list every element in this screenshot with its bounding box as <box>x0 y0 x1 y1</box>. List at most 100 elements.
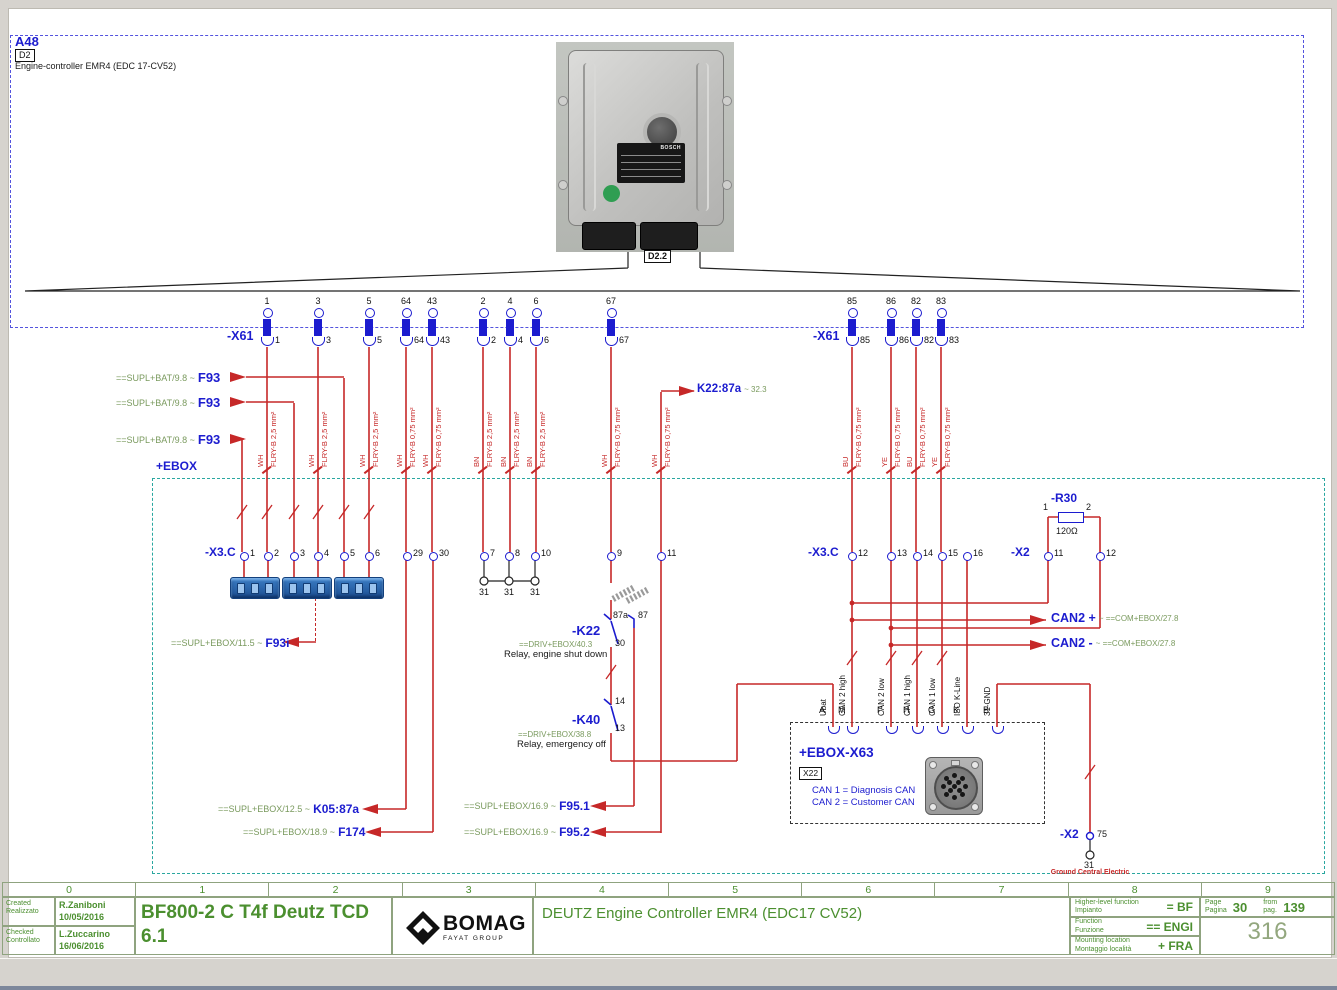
pin-letter: G <box>928 705 936 715</box>
window-bottom-edge <box>0 986 1337 990</box>
wire-type: FLRY-B 0,75 mm² <box>918 407 927 467</box>
pin-circle-icon <box>937 308 947 318</box>
ecu-green-dot <box>603 185 620 202</box>
connector-label-x3c-left: -X3.C <box>205 545 236 559</box>
pin-circle-icon <box>480 552 489 561</box>
wire-color-code: BU <box>841 456 850 467</box>
wire-color-code: WH <box>358 454 367 468</box>
pin-number: 5 <box>350 548 356 558</box>
socket-hook-icon <box>885 337 898 346</box>
pin-number: 5 <box>366 296 372 306</box>
pin-number: 4 <box>324 548 330 558</box>
socket-number: 83 <box>949 335 960 345</box>
device-description: Engine-controller EMR4 (EDC 17-CV52) <box>15 61 177 71</box>
socket-number: 43 <box>440 335 451 345</box>
pin-number: 1 <box>250 548 256 558</box>
x2-pin-75: 75 <box>1097 829 1108 839</box>
socket-hook-icon <box>261 337 274 346</box>
pin-circle-icon <box>365 308 375 318</box>
wire-dashed-continuation <box>315 598 316 641</box>
ref-f93-2: ==SUPL+BAT/9.8 ~ F93 <box>116 395 221 410</box>
bomag-diamond-icon <box>406 910 440 945</box>
ecu-connector-2 <box>640 222 698 250</box>
x63-name: +EBOX-X63 <box>799 745 874 760</box>
machine-model-2: 6.1 <box>141 925 168 947</box>
socket-hook-icon <box>846 337 859 346</box>
r30-name: -R30 <box>1051 491 1078 505</box>
pin-circle-icon <box>263 308 273 318</box>
logo-cell: BOMAG FAYAT GROUP <box>392 897 533 955</box>
fuse-terminal-photo <box>334 577 384 599</box>
k40-name: -K40 <box>572 712 601 727</box>
k40-ref: ==DRIV+EBOX/38.8 <box>518 730 592 739</box>
socket-hook-icon <box>312 337 325 346</box>
pin-letter: H <box>903 705 910 715</box>
x63-connector-frame <box>790 722 1045 824</box>
ref-f95-1: ==SUPL+EBOX/16.9 ~ F95.1 <box>464 799 590 813</box>
ecu-label: BOSCH <box>617 143 685 183</box>
column-number: 0 <box>3 883 137 896</box>
pin-circle-icon <box>607 552 616 561</box>
pin-circle-icon <box>506 308 516 318</box>
pin-number: 86 <box>885 296 897 306</box>
socket-number: 82 <box>924 335 935 345</box>
wire-type: FLRY-B 0,75 mm² <box>663 407 672 467</box>
pin-circle-icon <box>963 552 972 561</box>
pin-number: 3 <box>300 548 306 558</box>
k40-description: Relay, emergency off <box>517 739 606 750</box>
total-pages: 139 <box>1283 899 1305 915</box>
machine-model: BF800-2 C T4f Deutz TCD <box>141 902 370 923</box>
wire-type: FLRY-B 0,75 mm² <box>434 407 443 467</box>
pin-letter: A <box>819 705 826 715</box>
column-number: 8 <box>1069 883 1202 896</box>
pin-number: 9 <box>617 548 623 558</box>
pin-number: 43 <box>426 296 438 306</box>
r30-value: 120Ω <box>1056 526 1078 536</box>
ecu-tag-d22: D2.2 <box>644 250 672 263</box>
socket-number: 6 <box>544 335 550 345</box>
pin-number: 82 <box>910 296 922 306</box>
wire-color-code: WH <box>307 454 316 468</box>
k40-terminal-13: 13 <box>615 723 626 733</box>
column-number: 9 <box>1265 883 1271 896</box>
pin-circle-icon <box>429 552 438 561</box>
pin-circle-icon <box>314 552 323 561</box>
pin-number: 13 <box>897 548 908 558</box>
pin-circle-icon <box>887 552 896 561</box>
drawing-title: DEUTZ Engine Controller EMR4 (EDC17 CV52… <box>542 905 863 922</box>
socket-number: 5 <box>377 335 383 345</box>
pin-number: 12 <box>1106 548 1117 558</box>
drawing-title-cell: DEUTZ Engine Controller EMR4 (EDC17 CV52… <box>533 897 1070 955</box>
pin-circle-icon <box>887 308 897 318</box>
connector-label-x61-right: -X61 <box>813 329 840 343</box>
wire-type: FLRY-B 0,75 mm² <box>613 407 622 467</box>
socket-hook-icon <box>477 337 490 346</box>
column-number: 6 <box>802 883 936 896</box>
ref-f93-3: ==SUPL+BAT/9.8 ~ F93 <box>116 432 221 447</box>
ground-description: Ground Central Electric <box>1050 869 1130 876</box>
resistor-symbol <box>1058 512 1084 523</box>
pin-contact-icon <box>314 319 322 336</box>
ref-f174: ==SUPL+EBOX/18.9 ~ F174 <box>243 825 366 839</box>
socket-hook-icon <box>400 337 413 346</box>
pin-circle-icon <box>848 552 857 561</box>
ref-f93-1: ==SUPL+BAT/9.8 ~ F93 <box>116 370 221 385</box>
wire-type: FLRY-B 0,75 mm² <box>943 407 952 467</box>
pin-number: 67 <box>605 296 617 306</box>
checked-value-cell: L.Zuccarino 16/06/2016 <box>55 926 135 955</box>
ref-k22-87a: K22:87a ~ 32.3 <box>697 383 767 395</box>
pin-number: 10 <box>541 548 552 558</box>
socket-number: 64 <box>414 335 425 345</box>
pin-number: 4 <box>507 296 513 306</box>
x63-note-can2: CAN 2 = Customer CAN <box>812 797 915 808</box>
pin-letter: F <box>877 705 883 715</box>
pin-circle-icon <box>314 308 324 318</box>
socket-number: 4 <box>518 335 524 345</box>
socket-hook-icon <box>605 337 618 346</box>
ecu-housing: BOSCH <box>568 50 724 226</box>
pin-circle-icon <box>402 308 412 318</box>
pin-number: 11 <box>667 548 677 558</box>
wire-color-code: WH <box>421 454 430 468</box>
